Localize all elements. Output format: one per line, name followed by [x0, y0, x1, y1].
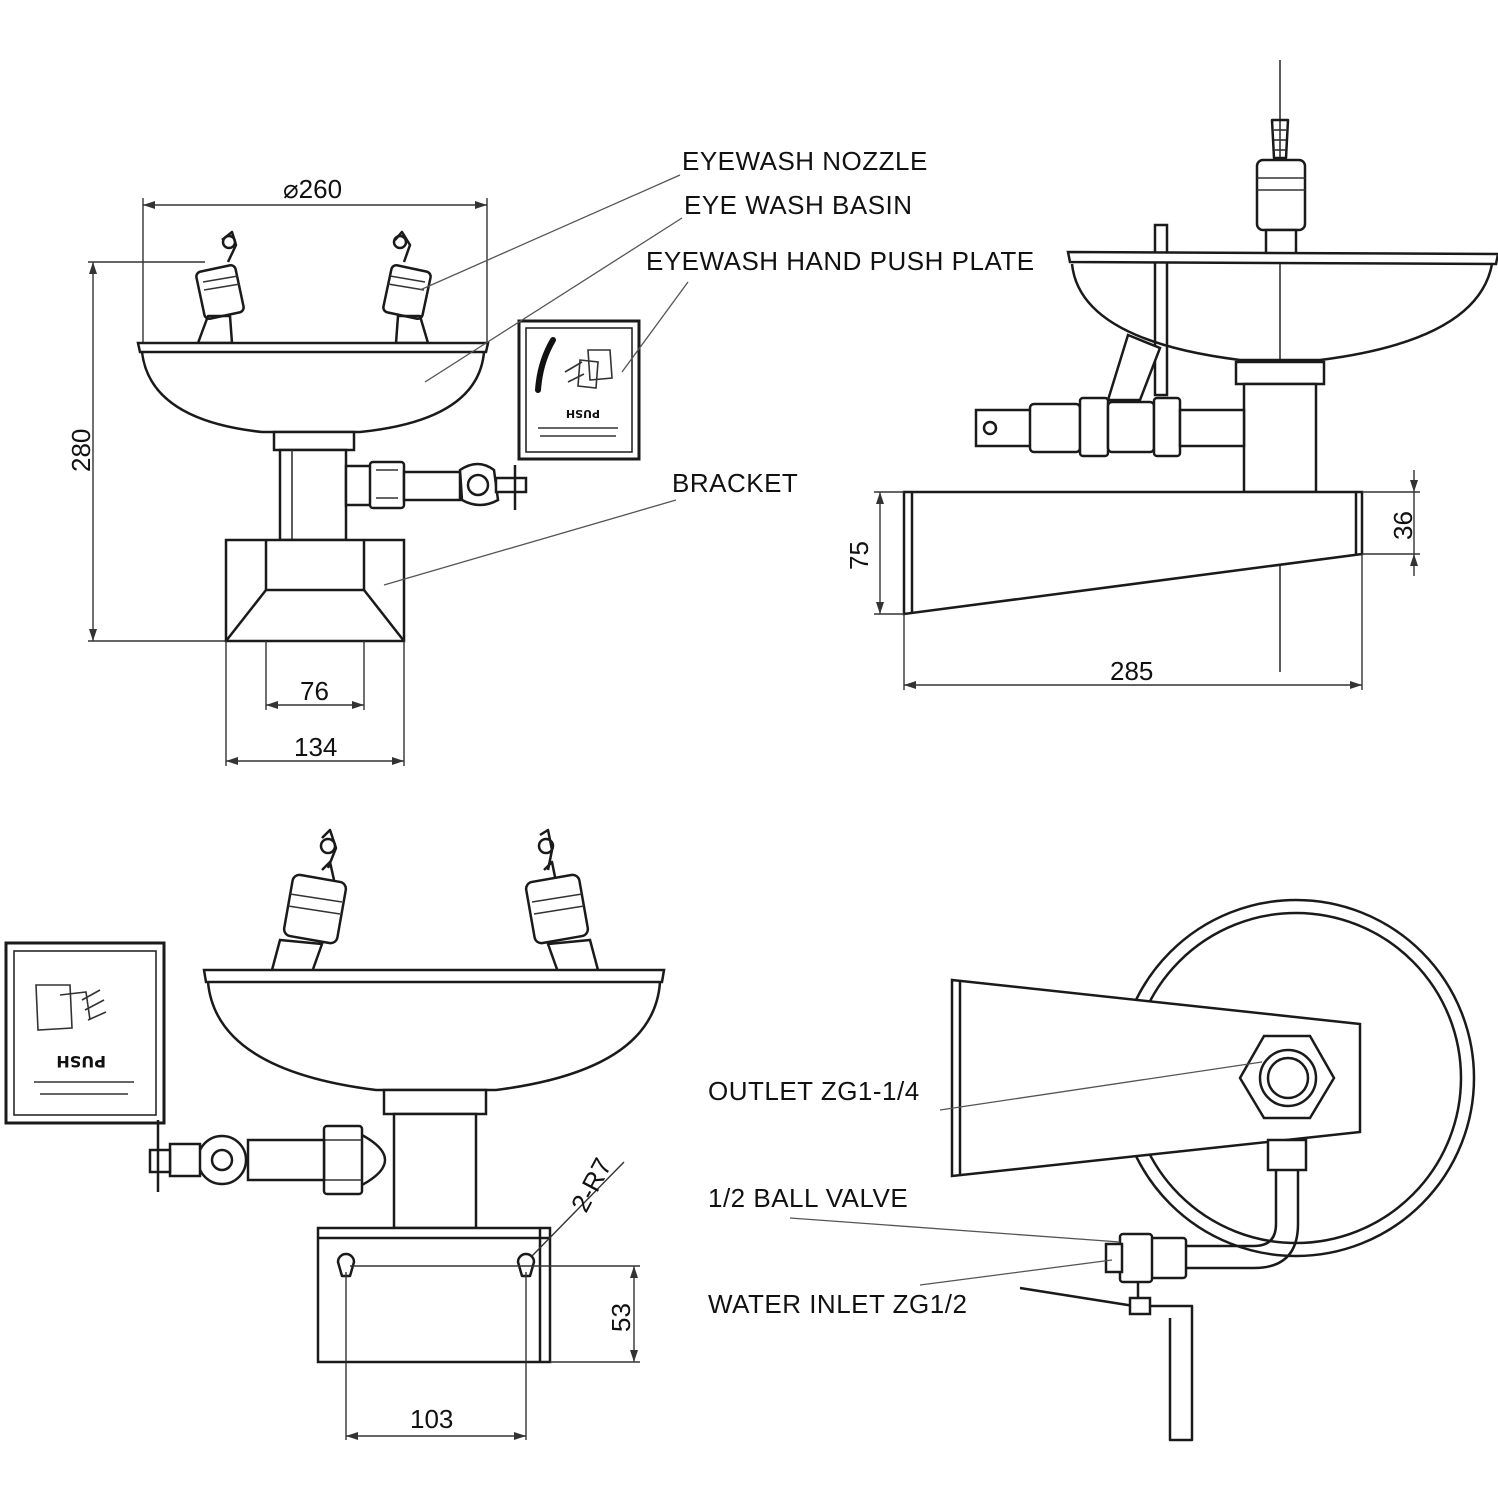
front-bracket — [224, 538, 406, 643]
rear-right-nozzle — [524, 828, 600, 974]
dim-mount-hole-spacing: 103 — [345, 1272, 527, 1440]
bracket-inner-width-text: 76 — [300, 676, 329, 706]
dim-side-end: 36 — [1362, 470, 1420, 576]
label-bracket: BRACKET — [672, 468, 798, 498]
side-push-plate-edge — [1153, 223, 1169, 397]
rear-pipe-valve — [148, 1124, 387, 1196]
side-height-text: 75 — [844, 541, 874, 570]
leader-outlet — [939, 1061, 1263, 1111]
leader-basin — [424, 217, 683, 383]
side-view: 75 36 285 — [844, 60, 1498, 690]
side-pipe-valve — [974, 396, 1246, 458]
rear-left-nozzle — [270, 828, 348, 974]
top-view: OUTLET ZG1-1/4 1/2 BALL VALVE WATER INLE… — [708, 898, 1476, 1442]
side-basin — [1066, 250, 1498, 362]
leader-ball-valve — [789, 1217, 1121, 1243]
rear-basin — [202, 968, 666, 1092]
label-outlet: OUTLET ZG1-1/4 — [708, 1076, 920, 1106]
dim-bracket-outer: 134 — [225, 641, 405, 766]
rear-bracket — [316, 1226, 552, 1364]
mount-hole-spacing-text: 103 — [410, 1404, 453, 1434]
rear-push-plate: PUSH — [4, 941, 166, 1192]
leader-push-plate — [621, 281, 689, 373]
dim-basin-diameter: ⌀260 — [142, 174, 488, 345]
bracket-outer-width-text: 134 — [294, 732, 337, 762]
leader-nozzle — [419, 174, 681, 291]
side-support-arm — [1106, 333, 1162, 402]
left-nozzle — [195, 230, 245, 345]
leader-water-inlet — [919, 1259, 1113, 1286]
side-end-text: 36 — [1388, 511, 1418, 540]
rear-view: PUSH 2-R7 53 — [4, 828, 666, 1440]
top-pipe — [1019, 1138, 1308, 1442]
side-stem — [1234, 360, 1326, 494]
dim-side-length: 285 — [903, 554, 1363, 690]
front-basin — [136, 341, 490, 434]
rear-push-plate-text: PUSH — [56, 1052, 106, 1071]
push-plate-text: PUSH — [566, 407, 600, 420]
label-eye-wash-basin: EYE WASH BASIN — [684, 190, 913, 220]
dim-side-height: 75 — [844, 491, 904, 615]
front-view: ⌀260 280 — [66, 146, 1035, 766]
front-side-pipe — [344, 460, 528, 510]
label-eyewash-nozzle: EYEWASH NOZZLE — [682, 146, 928, 176]
basin-diameter-text: ⌀260 — [283, 174, 342, 204]
dim-bracket-inner: 76 — [265, 641, 365, 710]
mount-hole-offset-text: 53 — [606, 1303, 636, 1332]
side-bracket — [902, 490, 1364, 616]
front-push-plate: PUSH — [517, 319, 641, 461]
dim-height: 280 — [66, 261, 228, 642]
dim-mount-hole-offset: 53 — [350, 1265, 640, 1363]
label-ball-valve: 1/2 BALL VALVE — [708, 1183, 908, 1213]
side-length-text: 285 — [1110, 656, 1153, 686]
side-nozzle — [1255, 118, 1307, 256]
rear-stem — [382, 1088, 488, 1230]
front-stem — [272, 430, 356, 542]
mount-hole-radius-text: 2-R7 — [565, 1153, 618, 1217]
height-text: 280 — [66, 429, 96, 472]
top-outlet-fitting — [1238, 1034, 1336, 1120]
label-hand-push-plate: EYEWASH HAND PUSH PLATE — [646, 246, 1035, 276]
leader-bracket — [383, 499, 677, 586]
label-water-inlet: WATER INLET ZG1/2 — [708, 1289, 967, 1319]
